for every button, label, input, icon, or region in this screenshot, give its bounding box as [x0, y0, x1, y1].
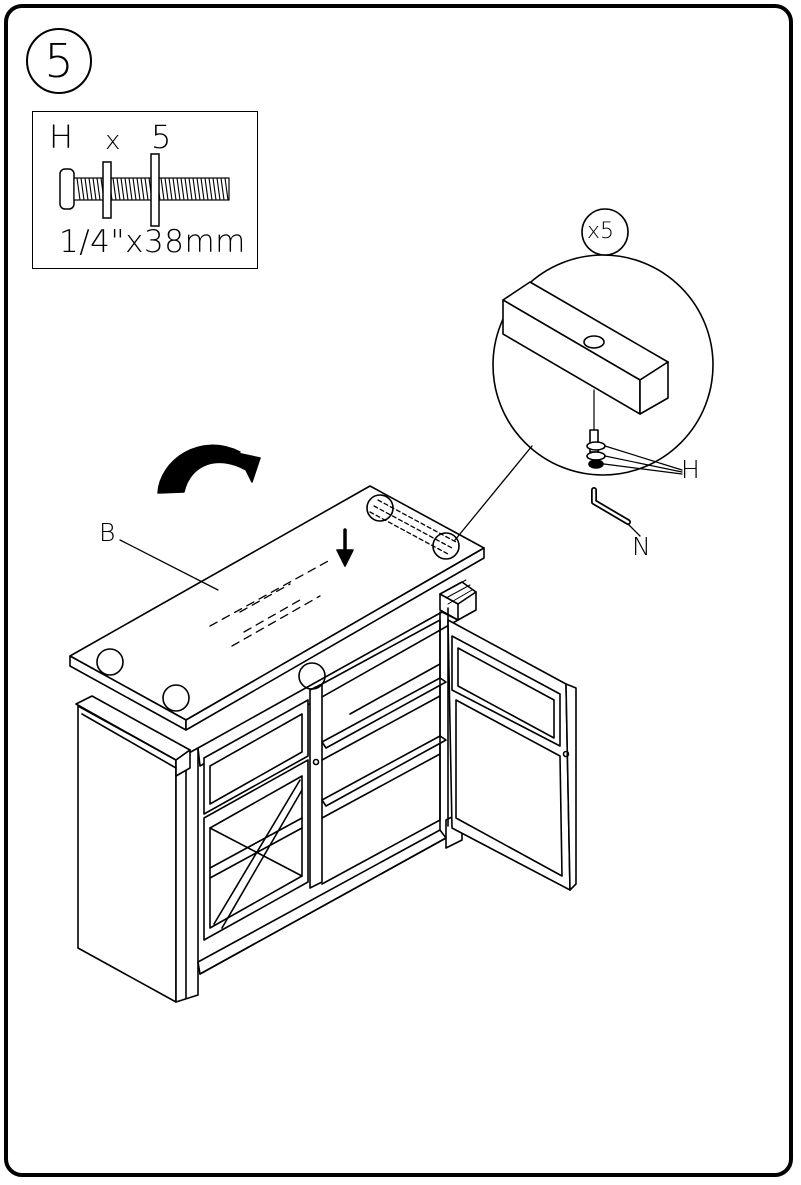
label-panel-b: B: [99, 518, 116, 547]
hardware-letter: H: [49, 118, 74, 156]
label-bolt-h: H: [681, 455, 700, 484]
allen-key-icon: [591, 487, 641, 537]
top-panel-B: [69, 485, 485, 731]
curved-arrow-icon: [157, 444, 261, 494]
hardware-quantity: 5: [151, 118, 172, 156]
hardware-size: 1/4"x38mm: [59, 224, 246, 260]
step-number-badge: 5: [26, 28, 92, 94]
down-arrow-icon: [336, 528, 354, 567]
bolt-icon: [59, 153, 230, 227]
page-frame: [4, 4, 793, 1177]
detail-callout: [454, 208, 714, 541]
label-wrench-n: N: [632, 532, 651, 561]
hardware-box: H x 5 1/4"x38mm: [32, 111, 258, 269]
cabinet: [75, 579, 577, 1003]
hardware-times: x: [105, 126, 121, 156]
callout-quantity: x5: [587, 219, 615, 244]
step-number: 5: [44, 34, 74, 88]
